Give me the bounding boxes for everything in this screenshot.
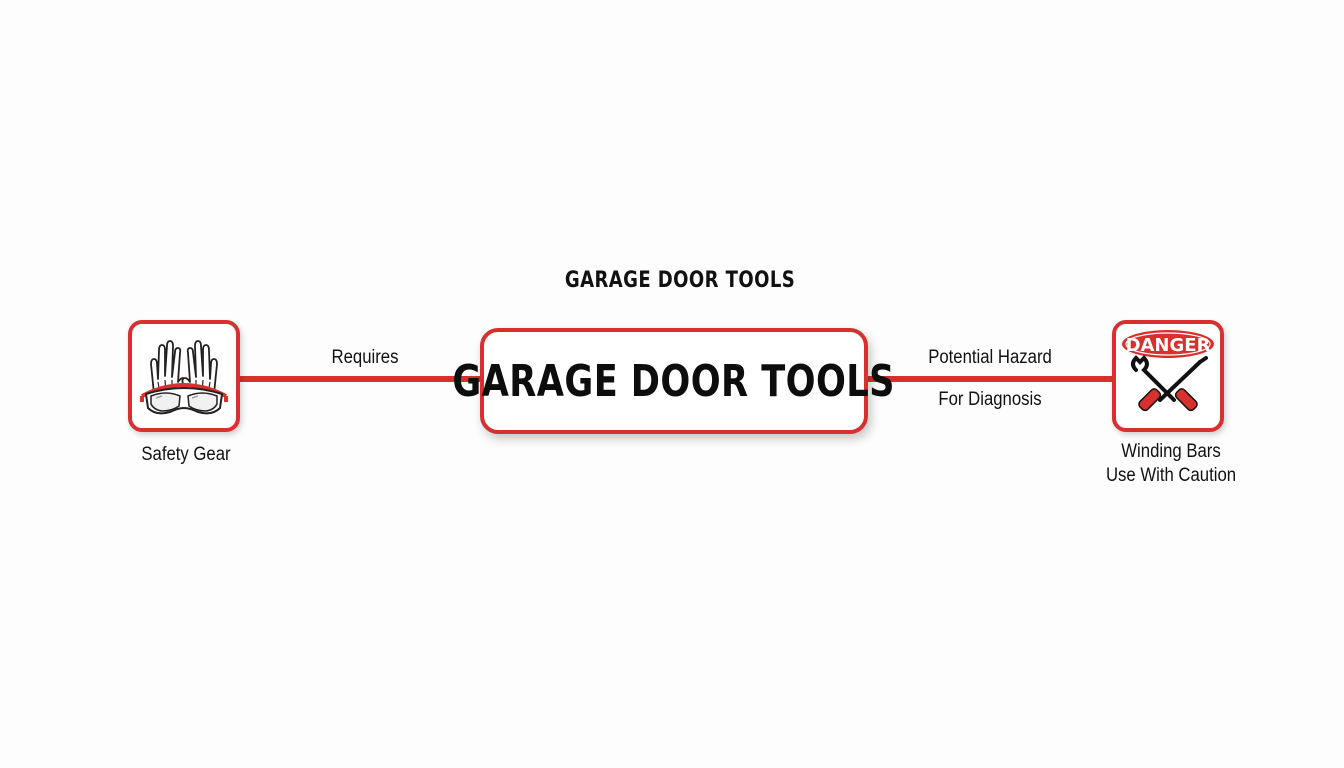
edge-label-requires: Requires — [331, 347, 399, 368]
danger-sign-text: DANGER — [1126, 335, 1211, 356]
edge-label-potential-hazard: Potential Hazard — [928, 347, 1052, 368]
edge-label-for-diagnosis: For Diagnosis — [938, 389, 1042, 410]
winding-bars-node: DANGER — [1112, 320, 1224, 432]
central-node-label: GARAGE DOOR TOOLS — [452, 355, 896, 407]
connector-right — [866, 376, 1112, 382]
winding-bars-label: Winding Bars Use With Caution — [1098, 440, 1244, 488]
safety-gear-label: Safety Gear — [141, 444, 231, 465]
central-node: GARAGE DOOR TOOLS — [453, 328, 895, 434]
safety-gear-node — [128, 320, 240, 432]
winding-bars-label-line2: Use With Caution — [1105, 465, 1237, 486]
safety-gear-icon — [140, 340, 228, 415]
danger-wrench-icon: DANGER — [1122, 330, 1214, 412]
winding-bars-label-line1: Winding Bars — [1121, 441, 1221, 462]
connector-left — [240, 376, 482, 382]
diagram-title: GARAGE DOOR TOOLS — [564, 268, 796, 293]
